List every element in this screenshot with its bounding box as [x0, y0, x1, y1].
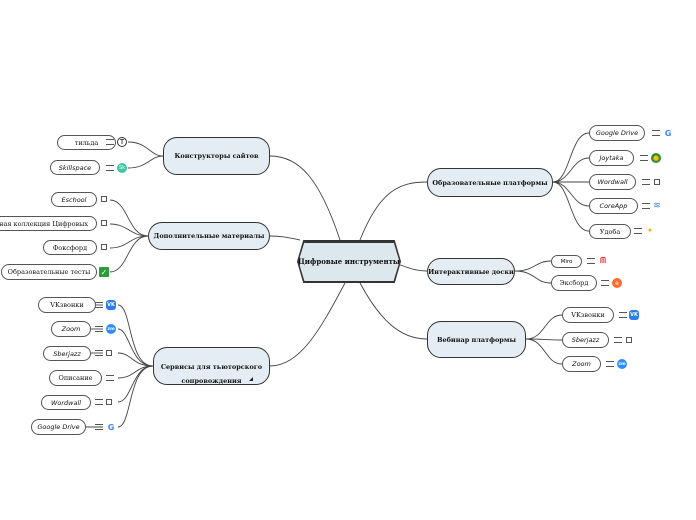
google-logo-icon: G [664, 128, 672, 138]
leaf-educational-tests[interactable]: Образовательные тесты [1, 264, 97, 280]
note-icon[interactable] [95, 302, 103, 308]
leaf-unified-collection[interactable]: Единая коллекция Цифровых [0, 216, 97, 231]
note-icon[interactable] [606, 361, 614, 367]
external-link-icon[interactable] [101, 220, 107, 226]
branch-edu-platforms[interactable]: Образовательные платформы [427, 168, 553, 197]
note-icon[interactable] [601, 280, 609, 286]
coreapp-logo-icon: ≋ [653, 201, 661, 211]
leaf-joytaka[interactable]: Joytaka [589, 150, 634, 166]
leaf-description[interactable]: Описание [49, 370, 102, 386]
branch-tutor-label-line1: Сервисы для тьюторского [160, 363, 263, 371]
note-icon[interactable] [619, 312, 627, 318]
leaf-tilda[interactable]: тильда [57, 135, 116, 150]
leaf-google-drive[interactable]: Google Drive [31, 419, 86, 435]
leaf-udoba[interactable]: Удоба [589, 224, 631, 239]
leaf-coreapp[interactable]: CoreApp [589, 198, 638, 214]
note-icon[interactable] [614, 337, 622, 343]
leaf-foxford[interactable]: Фоксфорд [43, 240, 97, 255]
note-icon[interactable] [95, 350, 103, 356]
collapse-corner-icon[interactable] [249, 377, 253, 381]
leaf-exboard[interactable]: Эксборд [551, 275, 597, 291]
note-icon[interactable] [640, 155, 648, 161]
external-link-icon[interactable] [626, 337, 632, 343]
leaf-wordwall[interactable]: Wordwall [589, 174, 636, 190]
zoom-logo-icon: zm [617, 359, 627, 369]
note-icon[interactable] [106, 165, 114, 171]
note-icon[interactable] [95, 399, 103, 405]
external-link-icon[interactable] [654, 179, 660, 185]
note-icon[interactable] [95, 326, 103, 332]
note-icon[interactable] [642, 179, 650, 185]
note-icon[interactable] [642, 203, 650, 209]
external-link-icon[interactable] [106, 399, 112, 405]
leaf-google-drive[interactable]: Google Drive [589, 125, 645, 141]
branch-webinar-platforms[interactable]: Вебинар платформы [427, 321, 526, 358]
leaf-sberjazz[interactable]: Sberjazz [43, 346, 91, 361]
note-icon[interactable] [634, 228, 642, 234]
joytaka-logo-icon: ● [651, 153, 661, 163]
tilda-logo-icon: T [117, 137, 127, 147]
leaf-miro[interactable]: Miro [551, 255, 582, 268]
branch-tutor-services[interactable]: Сервисы для тьюторского сопровождения [153, 347, 270, 385]
leaf-zoom[interactable]: Zoom [51, 321, 91, 337]
google-logo-icon: G [107, 422, 115, 432]
exboard-logo-icon: e [612, 278, 622, 288]
branch-site-builders[interactable]: Конструкторы сайтов [163, 137, 270, 175]
checkmark-icon: ✓ [99, 267, 109, 277]
note-icon[interactable] [587, 258, 595, 264]
leaf-vk-calls[interactable]: VKзвонки [38, 297, 96, 313]
note-icon[interactable] [95, 424, 103, 430]
note-icon[interactable] [106, 139, 114, 145]
vk-logo-icon: VK [629, 310, 639, 320]
lightbulb-icon: ✦ [646, 225, 654, 235]
leaf-eschool[interactable]: Eschool [51, 192, 97, 207]
branch-additional-materials[interactable]: Дополнительные материалы [148, 222, 270, 250]
leaf-zoom[interactable]: Zoom [562, 356, 601, 372]
branch-interactive-boards[interactable]: Интерактивные доски [427, 258, 515, 285]
branch-tutor-label-line2: сопровождения [181, 377, 242, 385]
note-icon[interactable] [652, 130, 660, 136]
zoom-logo-icon: zm [106, 324, 116, 334]
external-link-icon[interactable] [106, 350, 112, 356]
external-link-icon[interactable] [101, 196, 107, 202]
miro-logo-icon: ᗰ [600, 256, 606, 265]
external-link-icon[interactable] [101, 244, 107, 250]
leaf-sberjazz[interactable]: Sberjazz [562, 332, 609, 348]
leaf-wordwall[interactable]: Wordwall [41, 395, 91, 410]
root-node[interactable]: Цифровые инструменты [297, 240, 401, 283]
note-icon[interactable] [106, 375, 114, 381]
leaf-vk-calls[interactable]: VKзвонки [562, 307, 614, 323]
root-label: Цифровые инструменты [298, 241, 400, 282]
skillspace-logo-icon: Sk [117, 163, 127, 173]
vk-logo-icon: VK [106, 300, 116, 310]
leaf-skillspace[interactable]: Skillspace [50, 160, 100, 175]
